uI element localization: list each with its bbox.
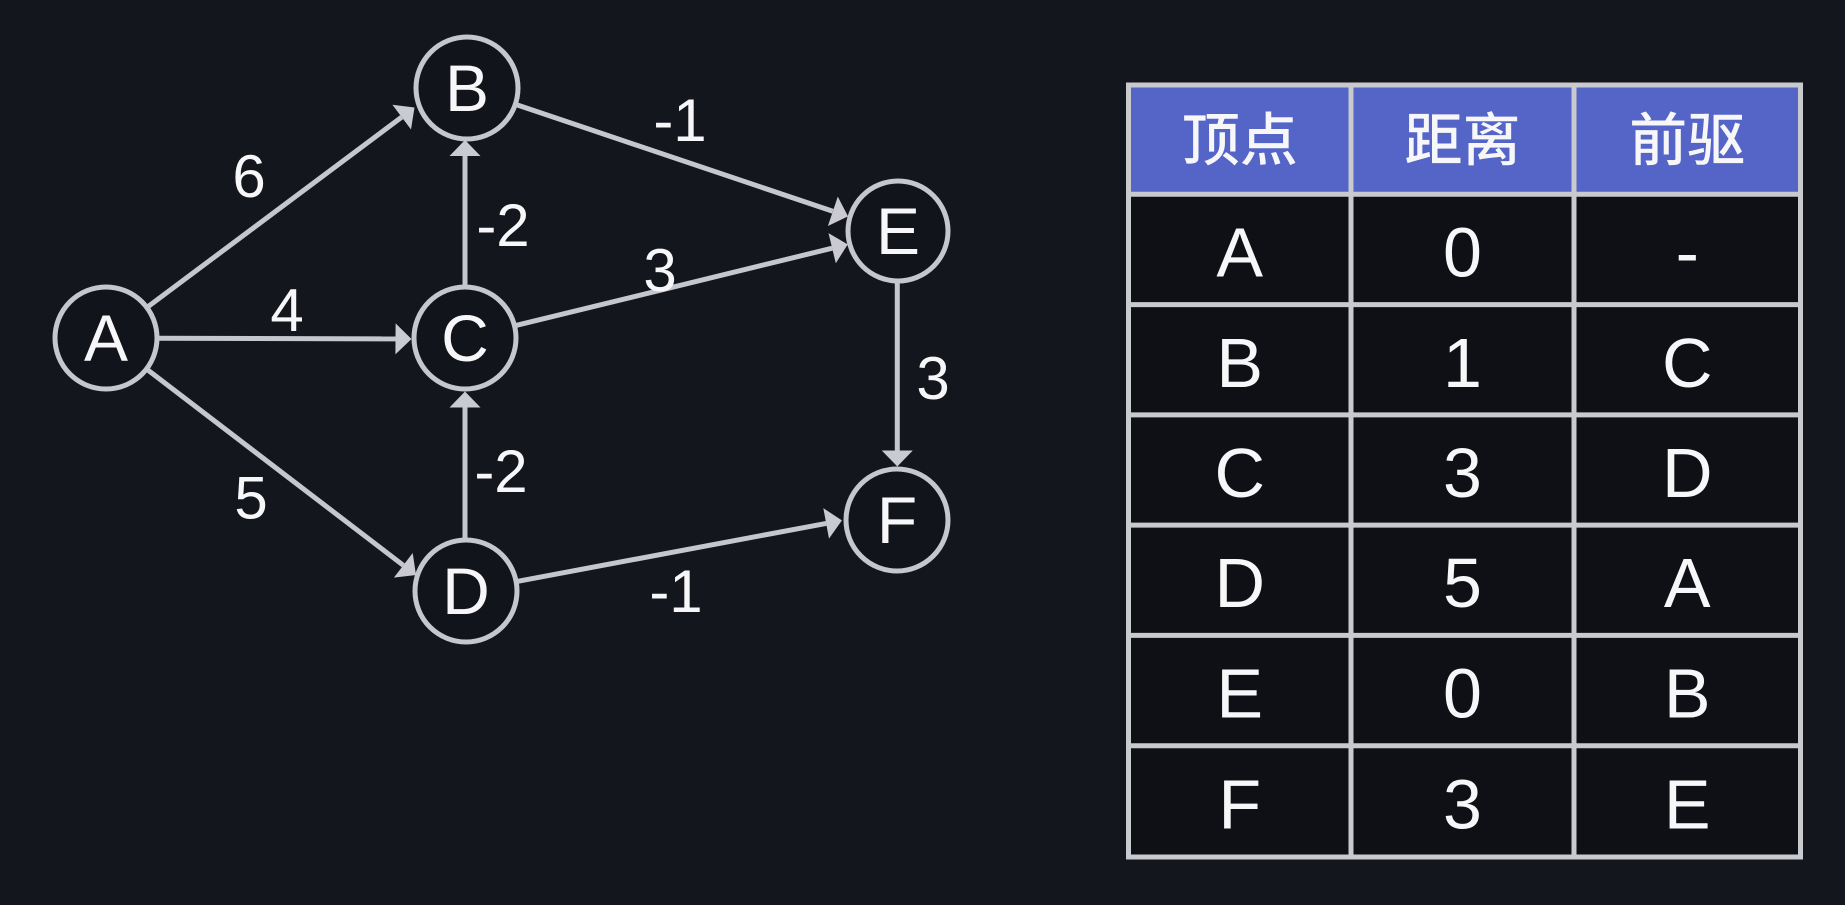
svg-text:E: E [876,194,920,268]
svg-text:E: E [1664,765,1711,843]
svg-text:5: 5 [1443,544,1482,622]
svg-text:3: 3 [916,345,949,412]
svg-text:F: F [877,483,917,557]
svg-text:1: 1 [1443,324,1482,402]
svg-text:3: 3 [643,237,676,304]
svg-text:A: A [84,301,128,375]
svg-text:C: C [441,301,489,375]
svg-text:A: A [1664,544,1711,622]
svg-text:5: 5 [234,465,267,532]
svg-text:B: B [1216,324,1263,402]
svg-text:3: 3 [1443,765,1482,843]
svg-text:-1: -1 [649,558,702,625]
svg-text:F: F [1218,765,1261,843]
svg-text:B: B [445,51,489,125]
svg-text:D: D [1214,544,1265,622]
svg-text:A: A [1216,214,1263,292]
svg-text:0: 0 [1443,655,1482,733]
svg-text:D: D [442,554,490,628]
svg-text:D: D [1662,434,1713,512]
svg-text:C: C [1662,324,1713,402]
svg-text:-: - [1676,214,1699,292]
svg-text:3: 3 [1443,434,1482,512]
svg-text:0: 0 [1443,214,1482,292]
svg-text:-1: -1 [653,87,706,154]
svg-text:-2: -2 [474,438,527,505]
svg-text:B: B [1664,655,1711,733]
svg-text:E: E [1216,655,1263,733]
svg-text:6: 6 [232,143,265,210]
svg-text:4: 4 [270,277,303,344]
svg-text:C: C [1214,434,1265,512]
svg-text:-2: -2 [476,192,529,259]
